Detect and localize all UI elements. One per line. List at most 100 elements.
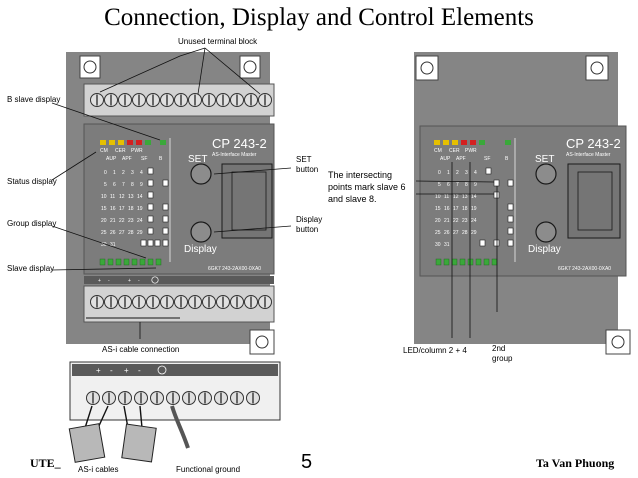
led-number: 14 xyxy=(137,194,143,200)
led-number: 12 xyxy=(119,194,125,200)
led-number: 7 xyxy=(456,182,459,188)
led-column-label: LED/column 2 + 4 xyxy=(403,346,467,355)
right-order-number: 6GK7 243-2AX00-0XA0 xyxy=(558,266,611,272)
slave-display-label: Slave display xyxy=(7,264,54,273)
led-number: 15 xyxy=(435,206,441,212)
right-led-grid: 0 1 2 3 4 5 6 7 8 9 10 11 12 13 14 15 16… xyxy=(435,170,477,248)
led-number: 0 xyxy=(438,170,441,176)
led-number: 25 xyxy=(101,230,107,236)
status-label-sf: SF xyxy=(484,156,490,162)
right-module-name: CP 243-2 xyxy=(566,136,621,151)
left-annotations xyxy=(51,47,292,339)
led-number: 10 xyxy=(101,194,107,200)
led-number: 18 xyxy=(462,206,468,212)
led-number: 5 xyxy=(438,182,441,188)
led-number: 13 xyxy=(128,194,134,200)
unused-terminal-label: Unused terminal block xyxy=(178,37,258,46)
led-number: 25 xyxy=(435,230,441,236)
led-number: 30 xyxy=(101,242,107,248)
intersect-note-line2: points mark slave 6 xyxy=(328,182,406,192)
set-annotation-line2: button xyxy=(296,165,318,174)
zoom-terminal-sign: + xyxy=(96,366,101,375)
right-display-button[interactable] xyxy=(535,221,557,243)
led-number: 26 xyxy=(110,230,116,236)
status-label-cm: CM xyxy=(100,148,108,154)
led-number: 13 xyxy=(462,194,468,200)
led-number: 26 xyxy=(444,230,450,236)
left-group-leds xyxy=(140,167,169,247)
status-label-aup: AUP xyxy=(440,156,451,162)
status-label-b: B xyxy=(159,156,163,162)
intersect-note-line3: and slave 8. xyxy=(328,194,377,204)
led-number: 23 xyxy=(462,218,468,224)
led-number: 28 xyxy=(128,230,134,236)
led-number: 17 xyxy=(119,206,125,212)
intersect-note-line1: The intersecting xyxy=(328,170,392,180)
led-number: 19 xyxy=(471,206,477,212)
page-title: Connection, Display and Control Elements xyxy=(104,4,534,31)
led-number: 29 xyxy=(137,230,143,236)
footer-left: UTE_ xyxy=(30,456,61,470)
zoomed-terminal: + - + - xyxy=(69,361,281,421)
left-led-grid: 0 1 2 3 4 5 6 7 8 9 10 11 12 13 14 15 16… xyxy=(101,170,143,248)
right-display-button-label: Display xyxy=(528,244,561,255)
led-number: 8 xyxy=(465,182,468,188)
led-number: 27 xyxy=(453,230,459,236)
zoom-ground-symbol-icon xyxy=(157,365,167,375)
terminal-sign: - xyxy=(108,278,110,284)
display-annotation-line2: button xyxy=(296,225,318,234)
status-label-sf: SF xyxy=(141,156,147,162)
zoom-terminal-sign: + xyxy=(124,366,129,375)
right-display-window xyxy=(567,163,621,239)
status-label-aup: AUP xyxy=(106,156,117,162)
asi-connection-label: AS-i cable connection xyxy=(102,345,179,354)
zoom-terminal-sign: - xyxy=(110,366,113,375)
led-number: 12 xyxy=(453,194,459,200)
zoom-screws xyxy=(85,390,261,406)
led-number: 1 xyxy=(447,170,450,176)
terminal-sign: - xyxy=(138,278,140,284)
display-button[interactable] xyxy=(190,221,212,243)
led-number: 6 xyxy=(113,182,116,188)
left-order-number: 6GK7 243-2AX00-0XA0 xyxy=(208,266,261,272)
led-number: 21 xyxy=(444,218,450,224)
led-number: 2 xyxy=(122,170,125,176)
left-module-subtitle: AS-Interface Master xyxy=(212,152,257,158)
led-number: 11 xyxy=(444,194,449,200)
led-number: 28 xyxy=(462,230,468,236)
right-set-button[interactable] xyxy=(535,163,557,185)
led-number: 9 xyxy=(140,182,143,188)
led-number: 27 xyxy=(119,230,125,236)
status-label-apf: APF xyxy=(456,156,466,162)
left-slave-leds xyxy=(99,258,162,266)
led-number: 31 xyxy=(110,242,116,248)
left-display-window xyxy=(221,163,273,239)
led-number: 20 xyxy=(101,218,107,224)
set-button-label: SET xyxy=(188,154,207,165)
set-button[interactable] xyxy=(190,163,212,185)
led-number: 19 xyxy=(137,206,143,212)
group-label-line1: 2nd xyxy=(492,344,505,353)
terminal-sign: + xyxy=(128,278,131,284)
status-label-b: B xyxy=(505,156,509,162)
b-slave-label: B slave display xyxy=(7,95,60,104)
display-annotation-line1: Display xyxy=(296,215,322,224)
page-number: 5 xyxy=(301,451,313,473)
led-number: 15 xyxy=(101,206,107,212)
led-number: 23 xyxy=(128,218,134,224)
status-label-pwr: PWR xyxy=(131,148,143,154)
led-number: 5 xyxy=(104,182,107,188)
group-label-line2: group xyxy=(492,354,513,363)
group-display-label: Group display xyxy=(7,219,56,228)
display-button-label: Display xyxy=(184,244,217,255)
right-module: CM CER PWR AUP APF SF B CP 243-2 AS-Inte… xyxy=(414,52,631,355)
ground-wire xyxy=(170,405,190,449)
led-number: 16 xyxy=(444,206,450,212)
led-number: 7 xyxy=(122,182,125,188)
led-number: 0 xyxy=(104,170,107,176)
status-label-cm: CM xyxy=(434,148,442,154)
led-number: 31 xyxy=(444,242,450,248)
terminal-sign: + xyxy=(98,278,101,284)
led-number: 1 xyxy=(113,170,116,176)
